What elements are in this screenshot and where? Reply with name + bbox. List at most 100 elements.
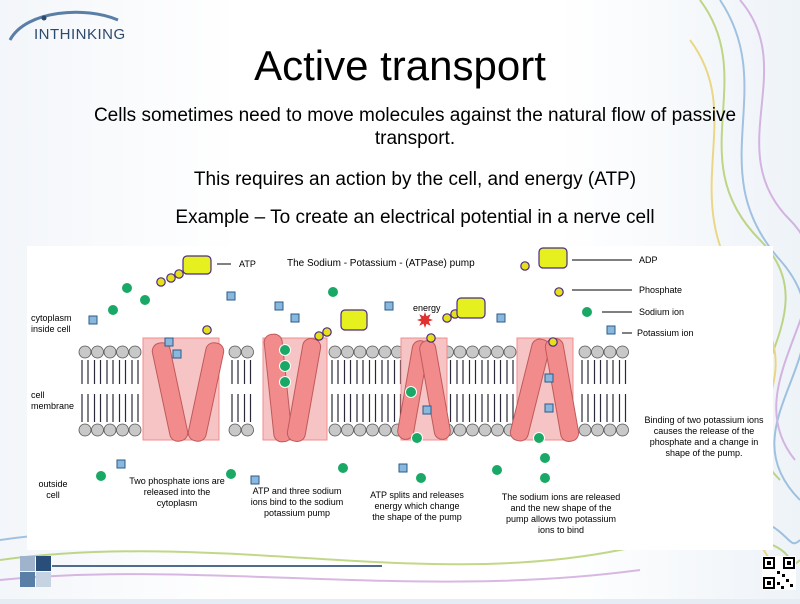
lipid-head (578, 345, 592, 359)
lipid-head (91, 345, 104, 359)
potassium-ion (250, 475, 260, 485)
lipid-head (578, 423, 592, 437)
outside-cell-label: outside cell (38, 479, 68, 500)
sodium-ion (539, 472, 551, 484)
potassium-ion (290, 313, 300, 323)
lipid-head (603, 423, 617, 437)
membrane-label: cell membrane (31, 390, 75, 411)
potassium-ion (544, 373, 554, 383)
legend-potassium: Potassium ion (637, 328, 694, 338)
logo-swoosh-icon (8, 10, 119, 41)
phosphate-ion (202, 325, 212, 335)
potassium-ion (172, 349, 182, 359)
footer-squares-icon (20, 556, 51, 587)
sodium-ion (411, 432, 423, 444)
pump-helix (286, 337, 322, 443)
lipid-head (503, 345, 517, 359)
sodium-potassium-pump-diagram: ATP The Sodium - Potassium - (ATPase) pu… (27, 246, 773, 550)
logo-text: INTHINKING (34, 26, 126, 43)
pump-title: The Sodium - Potassium - (ATPase) pump (287, 258, 475, 269)
sodium-ion (279, 376, 291, 388)
lipid-head (116, 345, 129, 359)
lipid-head (353, 345, 367, 359)
pump-proteins (142, 333, 580, 443)
sodium-ion (581, 306, 593, 318)
potassium-ion (274, 301, 284, 311)
lipid-head (116, 423, 129, 437)
lipid-head (341, 423, 354, 437)
legend-sodium: Sodium ion (639, 307, 685, 317)
lipid-head (478, 345, 492, 359)
lipid-head (491, 345, 504, 359)
potassium-ion (544, 403, 554, 413)
footer-squares (20, 556, 52, 593)
slide-line-3: Example – To create an electrical potent… (175, 207, 655, 228)
ion-molecules (88, 247, 616, 485)
phosphate-ion (174, 269, 184, 279)
pump-helix (151, 342, 189, 442)
sodium-ion (121, 282, 133, 294)
legend-phosphate: Phosphate (639, 285, 683, 295)
potassium-ion (226, 291, 236, 301)
lipid-head (241, 423, 254, 437)
slide-line-2: This requires an action by the cell, and… (193, 169, 637, 190)
pump-helix (419, 340, 451, 440)
slide-line-1: Cells sometimes need to move molecules a… (93, 105, 737, 149)
atp-molecule (182, 255, 212, 275)
atp-molecule (538, 247, 568, 269)
lipid-head (328, 345, 342, 359)
caption-step-2: ATP and three sodium ions bind to the so… (250, 486, 344, 518)
caption-step-3: ATP splits and releases energy which cha… (370, 490, 464, 522)
potassium-ion (422, 405, 432, 415)
lipid-head (91, 423, 104, 437)
phosphate-ion (156, 277, 166, 287)
lipid-head (128, 345, 142, 359)
lipid-head (78, 345, 92, 359)
caption-step-5: Binding of two potassium ions causes the… (644, 415, 764, 458)
qr-code-icon (762, 556, 796, 590)
footer-rule (52, 565, 382, 567)
caption-step-1: Two phosphate ions are released into the… (129, 476, 225, 508)
lipid-head (128, 423, 142, 437)
energy-burst-icon (417, 312, 433, 328)
pump-helix (509, 338, 551, 442)
inthinking-logo: INTHINKING (6, 6, 126, 46)
sodium-ion (539, 452, 551, 464)
cytoplasm-label: cytoplasm inside cell (31, 313, 72, 334)
lipid-head (241, 345, 254, 359)
sodium-ion (533, 432, 545, 444)
phosphate-ion (314, 331, 324, 341)
pump-diagram-graphic (78, 247, 632, 485)
slide-title: Active transport (254, 42, 546, 89)
lipid-head (466, 423, 479, 437)
sodium-ion (95, 470, 107, 482)
sodium-ion (327, 286, 339, 298)
phosphate-ion (442, 313, 452, 323)
lipid-head (228, 423, 242, 437)
potassium-ion (606, 325, 616, 335)
atp-molecule (340, 309, 368, 331)
sodium-ion (139, 294, 151, 306)
potassium-ion (88, 315, 98, 325)
lipid-head (491, 423, 504, 437)
lipid-head (378, 345, 392, 359)
potassium-ion (496, 313, 506, 323)
potassium-ion (164, 337, 174, 347)
atp-molecule (456, 297, 486, 319)
phosphate-ion (548, 337, 558, 347)
phosphate-ion (166, 273, 176, 283)
sodium-ion (337, 462, 349, 474)
qr-code[interactable] (762, 556, 796, 590)
lipid-head (603, 345, 617, 359)
phosphate-ion (520, 261, 530, 271)
lipid-head (341, 345, 354, 359)
sodium-ion (107, 304, 119, 316)
caption-step-4: The sodium ions are released and the new… (501, 492, 621, 535)
sodium-ion (405, 386, 417, 398)
phosphate-ion (554, 287, 564, 297)
lipid-head (591, 423, 604, 437)
lipid-head (616, 423, 629, 437)
lipid-head (453, 345, 467, 359)
phosphate-ion (426, 333, 436, 343)
